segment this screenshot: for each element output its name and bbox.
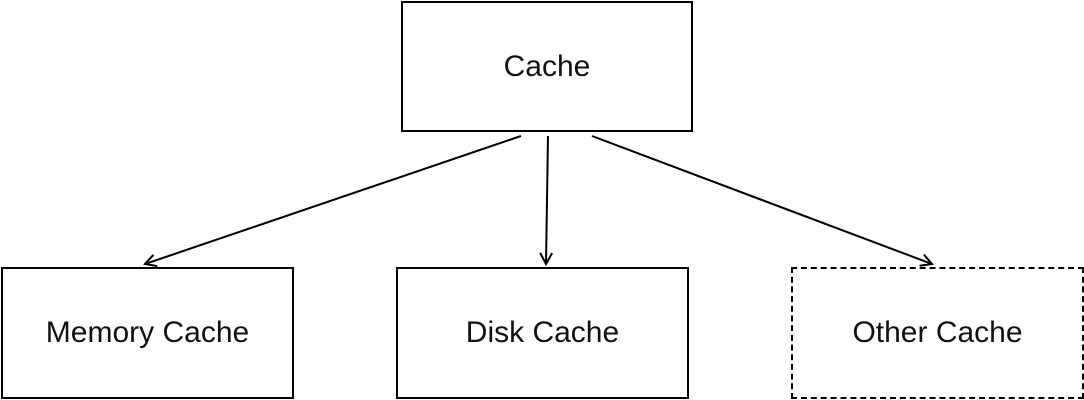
- edge-cache-to-memory-cache-arrow: [145, 135, 522, 264]
- edge-cache-to-other-cache-arrow: [591, 135, 932, 264]
- cache-node-label: Cache: [503, 49, 591, 83]
- disk-cache-node-label: Disk Cache: [465, 316, 620, 349]
- disk-cache-node: Disk Cache: [396, 267, 689, 399]
- other-cache-node-label: Other Cache: [852, 316, 1023, 349]
- edge-cache-to-disk-cache-arrow: [546, 135, 548, 264]
- memory-cache-node: Memory Cache: [1, 267, 294, 399]
- memory-cache-node-label: Memory Cache: [45, 316, 250, 349]
- cache-node: Cache: [401, 1, 693, 132]
- other-cache-node: Other Cache: [791, 267, 1084, 399]
